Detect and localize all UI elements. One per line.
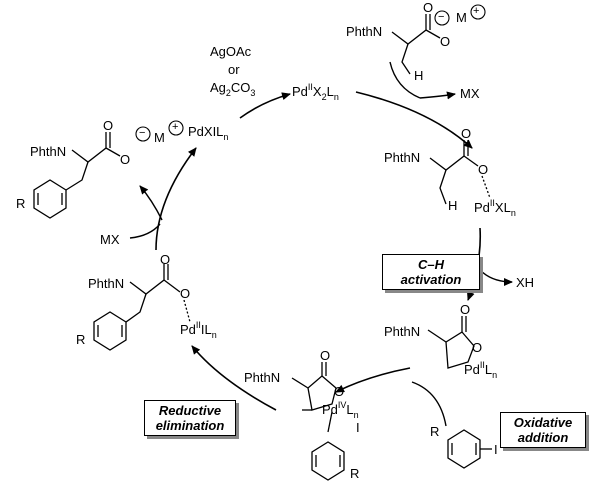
- arrow-xh-out: [479, 269, 513, 286]
- int4-pd: PdIIILn: [180, 320, 217, 340]
- substrate-o-carbonyl: O: [423, 0, 434, 15]
- arrow-pdxil-to-pdx2: [239, 92, 291, 119]
- product-r: R: [16, 196, 26, 211]
- charge-circles: [135, 4, 486, 142]
- byproduct-xh: XH: [516, 275, 535, 290]
- arrow-mx-left-out: [139, 185, 163, 221]
- product-o-anion: O: [120, 152, 131, 167]
- int4-pd-symbol: Pd: [180, 322, 196, 337]
- substrate-o-anion: O: [440, 34, 451, 49]
- int1-n: n: [510, 208, 516, 218]
- pd-oxidation-II: II: [307, 82, 313, 92]
- int2-n: n: [492, 370, 498, 380]
- product-charge-plus: +: [172, 121, 179, 133]
- substrate-m: M: [456, 10, 467, 25]
- step-ch-activation: C–H activation: [382, 254, 480, 290]
- pd-symbol: Pd: [292, 84, 308, 99]
- int4-r: R: [76, 332, 86, 347]
- int2-pd-II: II: [479, 360, 485, 370]
- int2-pd-symbol: Pd: [464, 362, 480, 377]
- int4-n: n: [211, 330, 217, 340]
- arrow-substrate-in: [389, 61, 421, 99]
- int1-phthn: PhthN: [384, 150, 421, 165]
- product-o-carbonyl: O: [103, 118, 114, 133]
- substrate-charge-plus: +: [473, 5, 480, 17]
- step-reductive-elimination: Reductive elimination: [144, 400, 236, 436]
- int1-o-carbonyl: O: [461, 126, 472, 141]
- arrow-aryl-iodide-in: [411, 381, 447, 427]
- reagent-or: or: [228, 62, 240, 77]
- int4-o: O: [180, 286, 191, 301]
- product-charge-minus: −: [139, 127, 146, 139]
- arrow-mx-out: [419, 91, 456, 100]
- int3-r: R: [350, 466, 360, 481]
- arrow-to-oxidative-addition: [335, 367, 411, 393]
- arrow-pdx2-to-ch-activation: [355, 91, 473, 149]
- reagent-agoac: AgOAc: [210, 44, 252, 59]
- int2-o-carbonyl: O: [460, 302, 471, 317]
- int3-pd-IV: IV: [337, 400, 347, 410]
- int2-pd: PdIILn: [464, 360, 498, 380]
- byproduct-mx-left: MX: [100, 232, 120, 247]
- x-ligand: X: [312, 84, 322, 99]
- x-count: 2: [321, 92, 327, 102]
- int3-iodide: I: [356, 420, 360, 435]
- reagent-ag2co3: Ag2CO3: [210, 80, 256, 98]
- aryl-iodide-r: R: [430, 424, 440, 439]
- cycle-arrows: [155, 91, 482, 411]
- ag2co3-suffix: CO: [230, 80, 251, 95]
- pdxil-n: n: [223, 132, 229, 142]
- substrate-phthn: PhthN: [346, 24, 383, 39]
- arrow-left-up: [155, 147, 197, 251]
- int1-h: H: [448, 198, 458, 213]
- substrate-charge-minus: −: [438, 11, 445, 23]
- int1-pd: PdIIXLn: [474, 198, 516, 218]
- step-oxidative-addition: Oxidative addition: [500, 412, 586, 448]
- int3-phthn: PhthN: [244, 370, 281, 385]
- catalyst-pdxiln: PdXILn: [188, 124, 229, 142]
- ag2co3-prefix: Ag: [210, 80, 226, 95]
- l-ligand: L: [326, 84, 334, 99]
- aryl-iodide-i: I: [494, 442, 498, 457]
- int3-pd: PdIVLn: [322, 400, 359, 420]
- product-phthn: PhthN: [30, 144, 67, 159]
- int3-o: O: [334, 384, 345, 399]
- pdxil-text: PdXIL: [188, 124, 224, 139]
- int3-o-carbonyl: O: [320, 348, 331, 363]
- substrate-h: H: [414, 68, 424, 83]
- int4-phthn: PhthN: [88, 276, 125, 291]
- product-m: M: [154, 130, 165, 145]
- int4-pd-II: II: [195, 320, 201, 330]
- int1-pd-II: II: [489, 198, 495, 208]
- int2-o: O: [472, 340, 483, 355]
- int1-o: O: [478, 162, 489, 177]
- int2-phthn: PhthN: [384, 324, 421, 339]
- int3-l: L: [346, 402, 354, 417]
- int3-n: n: [353, 410, 359, 420]
- arrow-reductive-elimination: [191, 345, 277, 411]
- byproduct-mx-top: MX: [460, 86, 480, 101]
- l-count: n: [333, 92, 339, 102]
- int1-xl: XL: [494, 200, 511, 215]
- bonds: [33, 14, 492, 481]
- ag2co3-sub-2: 2: [225, 88, 231, 98]
- catalyst-pdx2ln: PdIIX2Ln: [292, 82, 339, 102]
- ag2co3-sub-3: 3: [250, 88, 256, 98]
- int4-il: IL: [200, 322, 212, 337]
- int4-o-carbonyl: O: [160, 252, 171, 267]
- int1-pd-symbol: Pd: [474, 200, 490, 215]
- side-arrows: [129, 61, 513, 427]
- int3-pd-symbol: Pd: [322, 402, 338, 417]
- int2-l: L: [484, 362, 493, 377]
- arrow-mx-left-in: [129, 223, 161, 239]
